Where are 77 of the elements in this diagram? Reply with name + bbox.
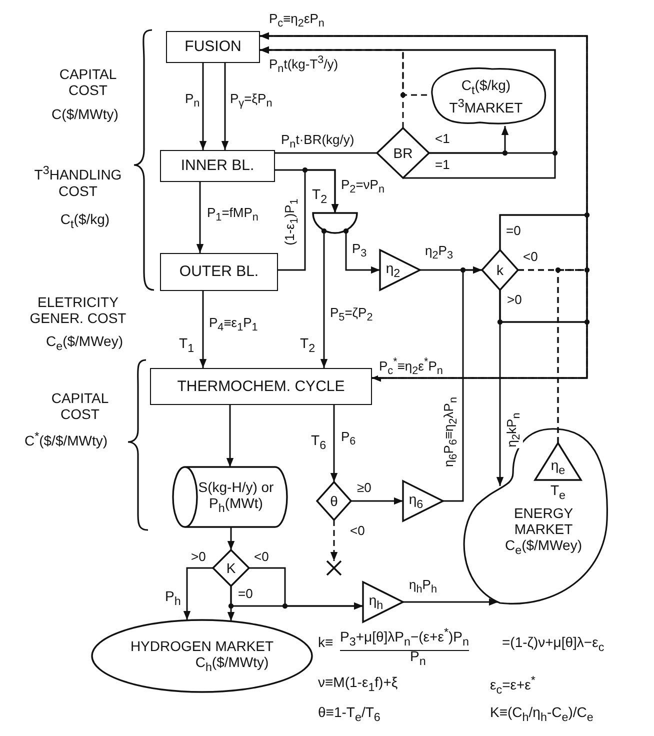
flow-label: P$_{h}$ bbox=[165, 588, 181, 608]
node-label: HYDROGEN MARKET bbox=[130, 638, 274, 654]
cost-label: C($/MWty) bbox=[50, 106, 120, 122]
flow-label: T$_{6}$ bbox=[311, 432, 326, 452]
cost-label: C$_{e}$($/MWey) bbox=[44, 333, 124, 354]
decision-diamond bbox=[317, 482, 351, 520]
formula-text: =(1-ζ)ν+μ[θ]λ−ε$_{c}$ bbox=[502, 634, 604, 654]
node-label: C$_{t}$($/kg) bbox=[461, 76, 511, 97]
node-label: C$_{e}$($/MWey) bbox=[504, 537, 582, 558]
node-label: η$_{6}$ bbox=[408, 490, 424, 512]
gain-triangle bbox=[380, 250, 420, 290]
node-label: η$_{e}$ bbox=[550, 457, 566, 478]
arrow bbox=[496, 290, 504, 486]
decision-diamond bbox=[482, 250, 518, 290]
formula-text: P$_{n}$ bbox=[410, 648, 426, 668]
arrow bbox=[443, 266, 482, 502]
edge-label: P$_{c}$$^{*}$≡η$_{2}$ε$^{*}$P$_{n}$ bbox=[378, 356, 444, 378]
arrow bbox=[199, 63, 207, 150]
cost-label: CAPITAL COST bbox=[58, 66, 118, 98]
flow-label: T$_{1}$ bbox=[179, 335, 194, 356]
decision-diamond bbox=[213, 550, 249, 586]
process-box bbox=[166, 31, 260, 63]
process-box bbox=[150, 368, 372, 405]
node-label: T$^{3}$MARKET bbox=[449, 96, 523, 116]
node-label: η$_{2}$ bbox=[386, 260, 400, 280]
edge-label: P$_{γ}$=ξP$_{n}$ bbox=[229, 92, 274, 110]
flow-label: T$_{2}$ bbox=[300, 335, 316, 356]
arrow bbox=[226, 405, 234, 467]
formula-text: K≡(C$_{h}$/η$_{h}$-C$_{e}$)/C$_{e}$ bbox=[490, 704, 594, 724]
arrow bbox=[249, 567, 363, 610]
node-label: OUTER BL. bbox=[179, 263, 259, 281]
arrow bbox=[278, 169, 339, 271]
arrow bbox=[199, 291, 207, 368]
dashed-arrow bbox=[330, 520, 338, 561]
arrow bbox=[196, 182, 204, 253]
arrow bbox=[227, 527, 235, 550]
gain-triangle bbox=[363, 582, 403, 622]
gain-triangle bbox=[403, 481, 443, 521]
arrow bbox=[320, 233, 328, 368]
beside-label: T$_{e}$ bbox=[550, 482, 566, 502]
end-mark bbox=[327, 561, 341, 575]
node-label: S(kg-H/y) or P$_{h}$(MWt) bbox=[197, 478, 275, 516]
arrow bbox=[330, 405, 338, 482]
process-box bbox=[160, 150, 275, 182]
arrow bbox=[345, 231, 380, 274]
arrow bbox=[183, 567, 213, 620]
formula-text: ν≡M(1-ε$_{1}$f)+ξ bbox=[318, 674, 398, 694]
cost-label: ELETRICITY GENER. COST bbox=[28, 294, 128, 326]
formula-text: P$_{3}$+μ[θ]λP$_{n}$−(ε+ε$^{*}$)P$_{n}$ bbox=[340, 626, 469, 651]
node-label: η$_{h}$ bbox=[368, 592, 384, 612]
connector-line bbox=[275, 152, 377, 154]
node-label: BR bbox=[393, 144, 413, 162]
node-label: THERMOCHEM. CYCLE bbox=[177, 378, 345, 396]
node-label: θ bbox=[330, 492, 338, 510]
cost-label: CAPITAL COST bbox=[50, 390, 110, 422]
splitter-symbol bbox=[313, 213, 357, 233]
cost-label: C$_{t}$($/kg) bbox=[59, 211, 111, 232]
cost-label: T$^{3}$HANDLING COST bbox=[33, 164, 123, 199]
process-box bbox=[160, 253, 278, 291]
flow-label: T$_{2}$ bbox=[312, 186, 328, 206]
node-label: FUSION bbox=[184, 38, 242, 56]
decision-diamond bbox=[377, 128, 429, 178]
market-ellipse bbox=[92, 620, 312, 692]
cost-label: C$^{*}$($/$/MWty) bbox=[23, 430, 109, 449]
arrow bbox=[221, 63, 229, 150]
arrow bbox=[351, 497, 403, 505]
storage-cylinder bbox=[173, 467, 287, 527]
formula-text: ε$_{c}$=ε+ε$^{*}$ bbox=[490, 674, 536, 697]
node-label: ENERGY MARKET bbox=[512, 505, 574, 538]
formula-text: θ≡1-T$_{e}$/T$_{6}$ bbox=[318, 704, 380, 724]
arrow bbox=[403, 598, 498, 606]
node-label: k bbox=[496, 262, 504, 278]
node-label: C$_{h}$($/MWty) bbox=[195, 654, 269, 674]
formula-text: k≡ bbox=[318, 634, 334, 650]
arrow bbox=[260, 46, 556, 179]
node-label: INNER BL. bbox=[180, 157, 254, 175]
node-label: K bbox=[226, 560, 236, 576]
